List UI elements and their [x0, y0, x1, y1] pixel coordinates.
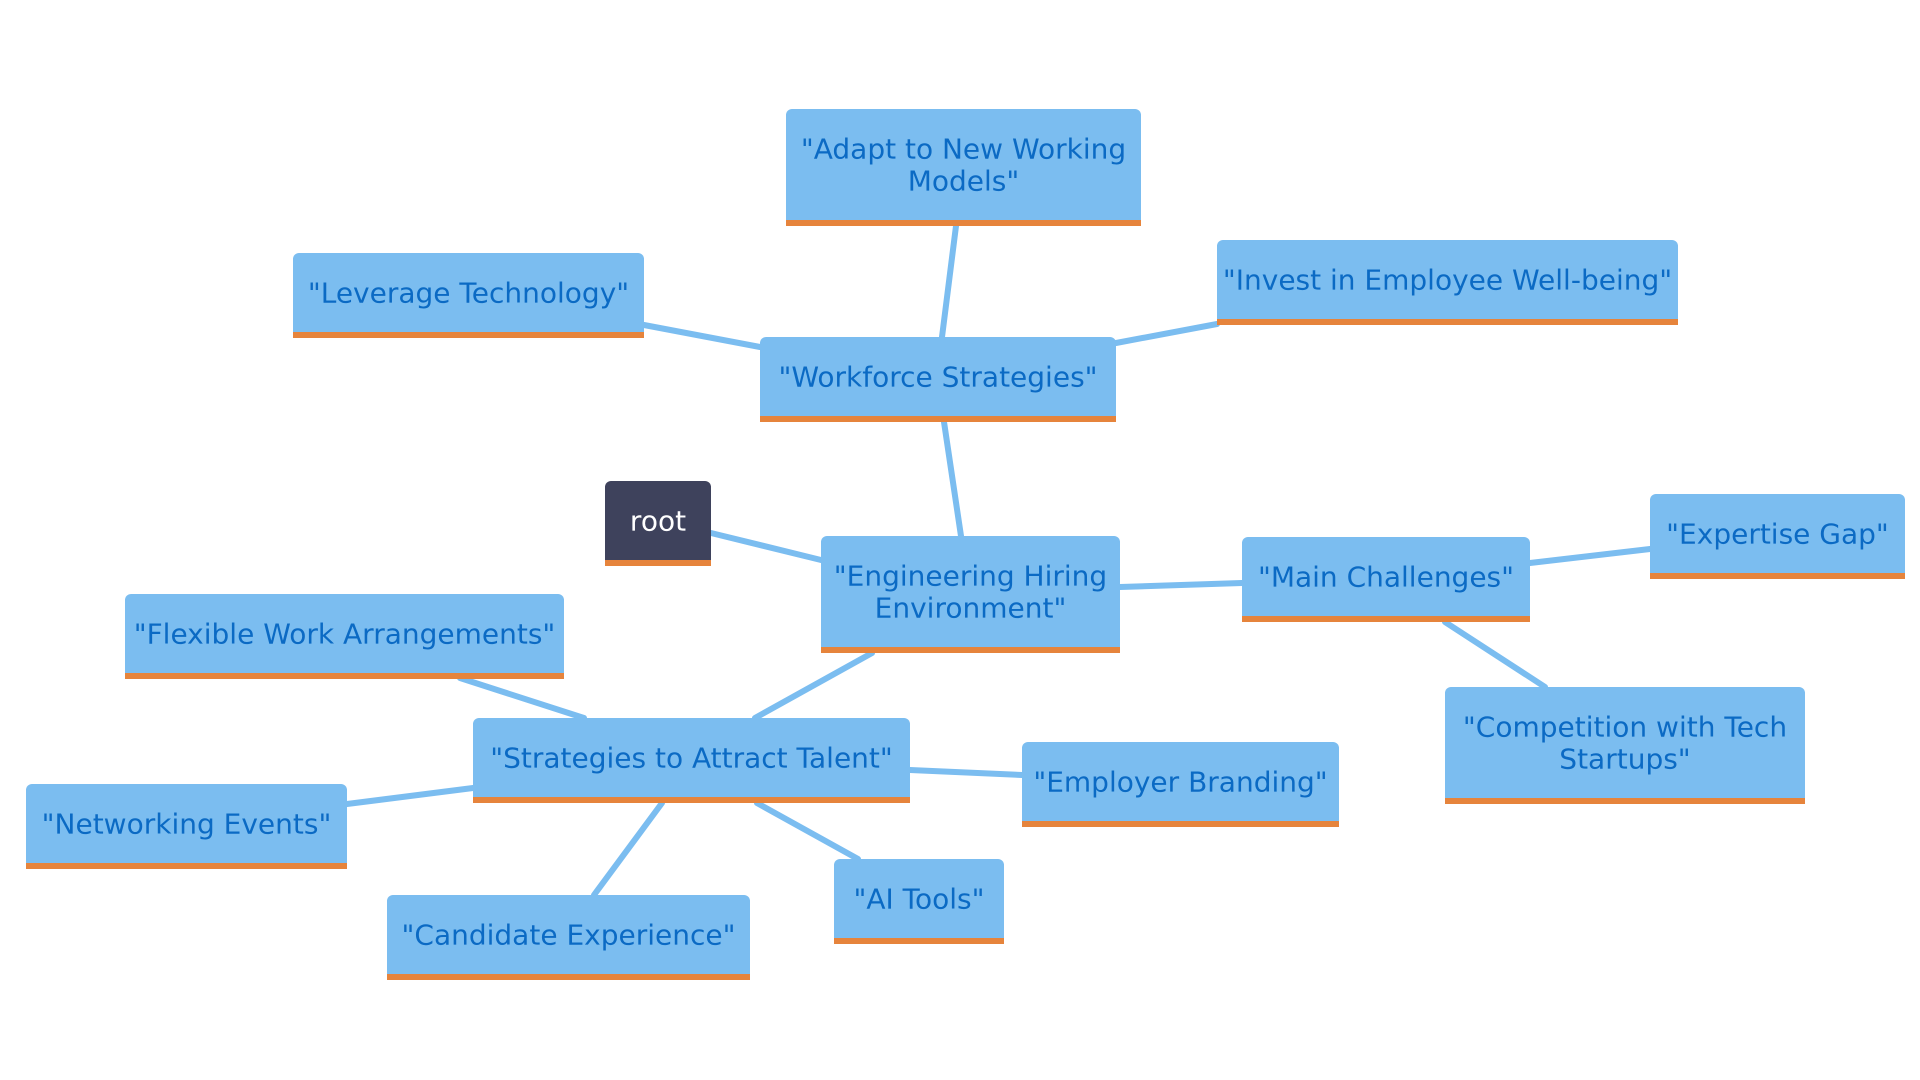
node-flexible-accent-bar — [125, 673, 564, 679]
node-expertise[interactable]: "Expertise Gap" — [1650, 494, 1905, 579]
edge-hiring-challenges — [1117, 580, 1245, 590]
node-root-label: root — [630, 505, 686, 538]
node-hiring-accent-bar — [821, 647, 1120, 653]
node-networking-label: "Networking Events" — [42, 808, 332, 841]
node-leverage[interactable]: "Leverage Technology" — [293, 253, 644, 338]
edges-layer — [344, 223, 1653, 898]
node-candidate-box — [387, 895, 750, 980]
edge-workforce-leverage — [641, 322, 763, 350]
node-invest-accent-bar — [1217, 319, 1678, 325]
node-adapt-box — [786, 109, 1141, 226]
edge-hiring-workforce — [941, 419, 964, 539]
edge-attract-candidate — [591, 800, 665, 898]
node-attract-label: "Strategies to Attract Talent" — [490, 742, 893, 775]
node-workforce-label: "Workforce Strategies" — [778, 361, 1097, 394]
edge-workforce-adapt — [939, 223, 959, 340]
node-ai-accent-bar — [834, 938, 1004, 944]
edge-workforce-invest — [1113, 321, 1220, 346]
node-adapt-accent-bar — [786, 220, 1141, 226]
node-branding-label: "Employer Branding" — [1033, 766, 1327, 799]
node-ai-label: "AI Tools" — [853, 883, 984, 916]
edge-attract-ai — [754, 800, 861, 862]
node-invest-label: "Invest in Employee Well-being" — [1223, 264, 1672, 297]
node-leverage-label: "Leverage Technology" — [308, 277, 629, 310]
node-branding[interactable]: "Employer Branding" — [1022, 742, 1339, 827]
node-networking-accent-bar — [26, 863, 347, 869]
node-challenges-box — [1242, 537, 1530, 622]
node-hiring-label-line-2: Environment" — [875, 592, 1067, 625]
edge-attract-flexible — [457, 675, 587, 721]
node-flexible-box — [125, 594, 564, 679]
edge-challenges-competition — [1442, 619, 1548, 690]
edge-attract-networking — [344, 785, 476, 807]
node-root-box — [605, 481, 711, 566]
node-challenges[interactable]: "Main Challenges" — [1242, 537, 1530, 622]
node-candidate[interactable]: "Candidate Experience" — [387, 895, 750, 980]
node-networking-box — [26, 784, 347, 869]
node-branding-box — [1022, 742, 1339, 827]
node-invest-box — [1217, 240, 1678, 325]
node-ai[interactable]: "AI Tools" — [834, 859, 1004, 944]
node-leverage-box — [293, 253, 644, 338]
node-attract-accent-bar — [473, 797, 910, 803]
edge-hiring-attract — [752, 650, 875, 721]
node-workforce-box — [760, 337, 1116, 422]
node-competition-box — [1445, 687, 1805, 804]
edge-root-hiring — [708, 530, 824, 563]
node-adapt-label-line-2: Models" — [908, 165, 1020, 198]
node-challenges-accent-bar — [1242, 616, 1530, 622]
node-hiring-box — [821, 536, 1120, 653]
edge-challenges-expertise — [1527, 546, 1653, 566]
node-workforce[interactable]: "Workforce Strategies" — [760, 337, 1116, 422]
node-leverage-accent-bar — [293, 332, 644, 338]
node-networking[interactable]: "Networking Events" — [26, 784, 347, 869]
node-expertise-accent-bar — [1650, 573, 1905, 579]
node-flexible[interactable]: "Flexible Work Arrangements" — [125, 594, 564, 679]
node-ai-box — [834, 859, 1004, 944]
node-hiring-label-line-1: "Engineering Hiring — [834, 560, 1107, 593]
node-candidate-label: "Candidate Experience" — [402, 919, 736, 952]
node-attract-box — [473, 718, 910, 803]
node-root-accent-bar — [605, 560, 711, 566]
node-competition-accent-bar — [1445, 798, 1805, 804]
node-adapt-label-line-1: "Adapt to New Working — [801, 133, 1126, 166]
node-invest[interactable]: "Invest in Employee Well-being" — [1217, 240, 1678, 325]
node-branding-accent-bar — [1022, 821, 1339, 827]
node-workforce-accent-bar — [760, 416, 1116, 422]
node-attract[interactable]: "Strategies to Attract Talent" — [473, 718, 910, 803]
edge-attract-branding — [907, 767, 1025, 778]
node-flexible-label: "Flexible Work Arrangements" — [134, 618, 556, 651]
node-expertise-box — [1650, 494, 1905, 579]
node-competition-label-line-1: "Competition with Tech — [1463, 711, 1787, 744]
node-root[interactable]: root — [605, 481, 711, 566]
node-competition-label-line-2: Startups" — [1559, 743, 1690, 776]
node-expertise-label: "Expertise Gap" — [1666, 518, 1889, 551]
node-challenges-label: "Main Challenges" — [1258, 561, 1514, 594]
node-candidate-accent-bar — [387, 974, 750, 980]
